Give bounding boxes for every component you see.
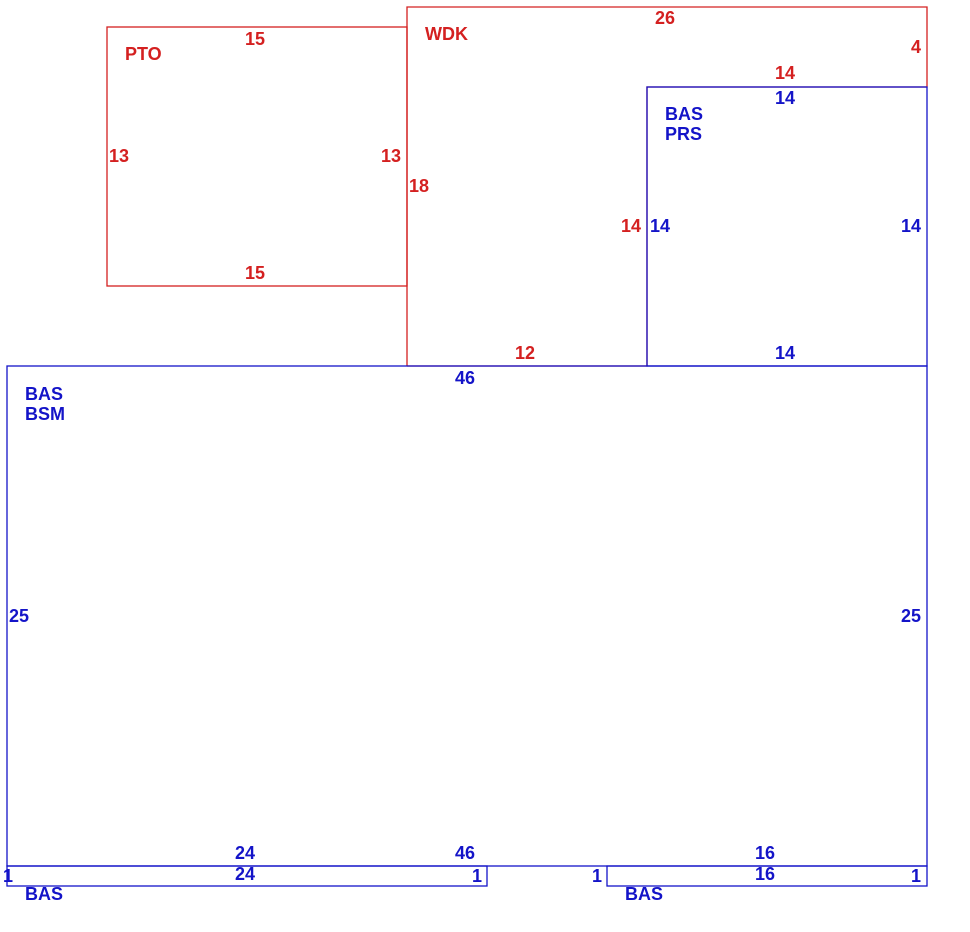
pto-dim-bottom: 15: [245, 263, 265, 283]
wdk-outline: [406, 6, 928, 367]
bas-bsm-label-line1: BAS: [25, 384, 63, 404]
wdk-dim-step: 14: [775, 63, 795, 83]
bas-prs-label-line1: BAS: [665, 104, 703, 124]
wdk-area: WDK 26 4 14 14 18 12: [406, 6, 928, 367]
bas-right-strip-outline: [606, 865, 928, 887]
wdk-dim-top: 26: [655, 8, 675, 28]
wdk-dim-bottom: 12: [515, 343, 535, 363]
bas-right-strip-dim-right: 1: [911, 866, 921, 886]
bas-bsm-dim-bottom-right: 16: [755, 843, 775, 863]
pto-dim-right: 13: [381, 146, 401, 166]
bas-right-strip-dim-top: 16: [755, 864, 775, 884]
bas-left-strip-dim-right: 1: [472, 866, 482, 886]
bas-bsm-dim-left: 25: [9, 606, 29, 626]
bas-bsm-outline: [6, 365, 928, 867]
bas-right-strip-label: BAS: [625, 884, 663, 904]
pto-dim-left: 13: [109, 146, 129, 166]
pto-outline: [106, 26, 408, 287]
bas-right-strip: BAS 16 1 1: [592, 864, 928, 904]
wdk-dim-left: 18: [409, 176, 429, 196]
bas-bsm-dim-top: 46: [455, 368, 475, 388]
bas-prs-area: BAS PRS 14 14 14 14: [646, 86, 928, 367]
pto-label: PTO: [125, 44, 162, 64]
bas-prs-dim-bottom: 14: [775, 343, 795, 363]
bas-right-strip-dim-left: 1: [592, 866, 602, 886]
pto-dim-top: 15: [245, 29, 265, 49]
bas-left-strip-outline: [6, 865, 488, 887]
bas-bsm-dim-bottom: 46: [455, 843, 475, 863]
bas-prs-dim-top: 14: [775, 88, 795, 108]
bas-bsm-dim-bottom-left: 24: [235, 843, 255, 863]
bas-bsm-dim-right: 25: [901, 606, 921, 626]
bas-bsm-area: BAS BSM 46 25 25 24 46 16: [6, 365, 928, 867]
bas-prs-dim-left: 14: [650, 216, 670, 236]
wdk-dim-right: 4: [911, 37, 921, 57]
bas-left-strip-label: BAS: [25, 884, 63, 904]
wdk-dim-inner: 14: [621, 216, 641, 236]
wdk-label: WDK: [425, 24, 468, 44]
bas-left-strip: BAS 24 1 1: [3, 864, 488, 904]
bas-bsm-label-line2: BSM: [25, 404, 65, 424]
bas-prs-dim-right: 14: [901, 216, 921, 236]
pto-area: PTO 15 15 13 13: [106, 26, 408, 287]
bas-left-strip-dim-top: 24: [235, 864, 255, 884]
bas-left-strip-dim-left: 1: [3, 866, 13, 886]
bas-prs-label-line2: PRS: [665, 124, 702, 144]
